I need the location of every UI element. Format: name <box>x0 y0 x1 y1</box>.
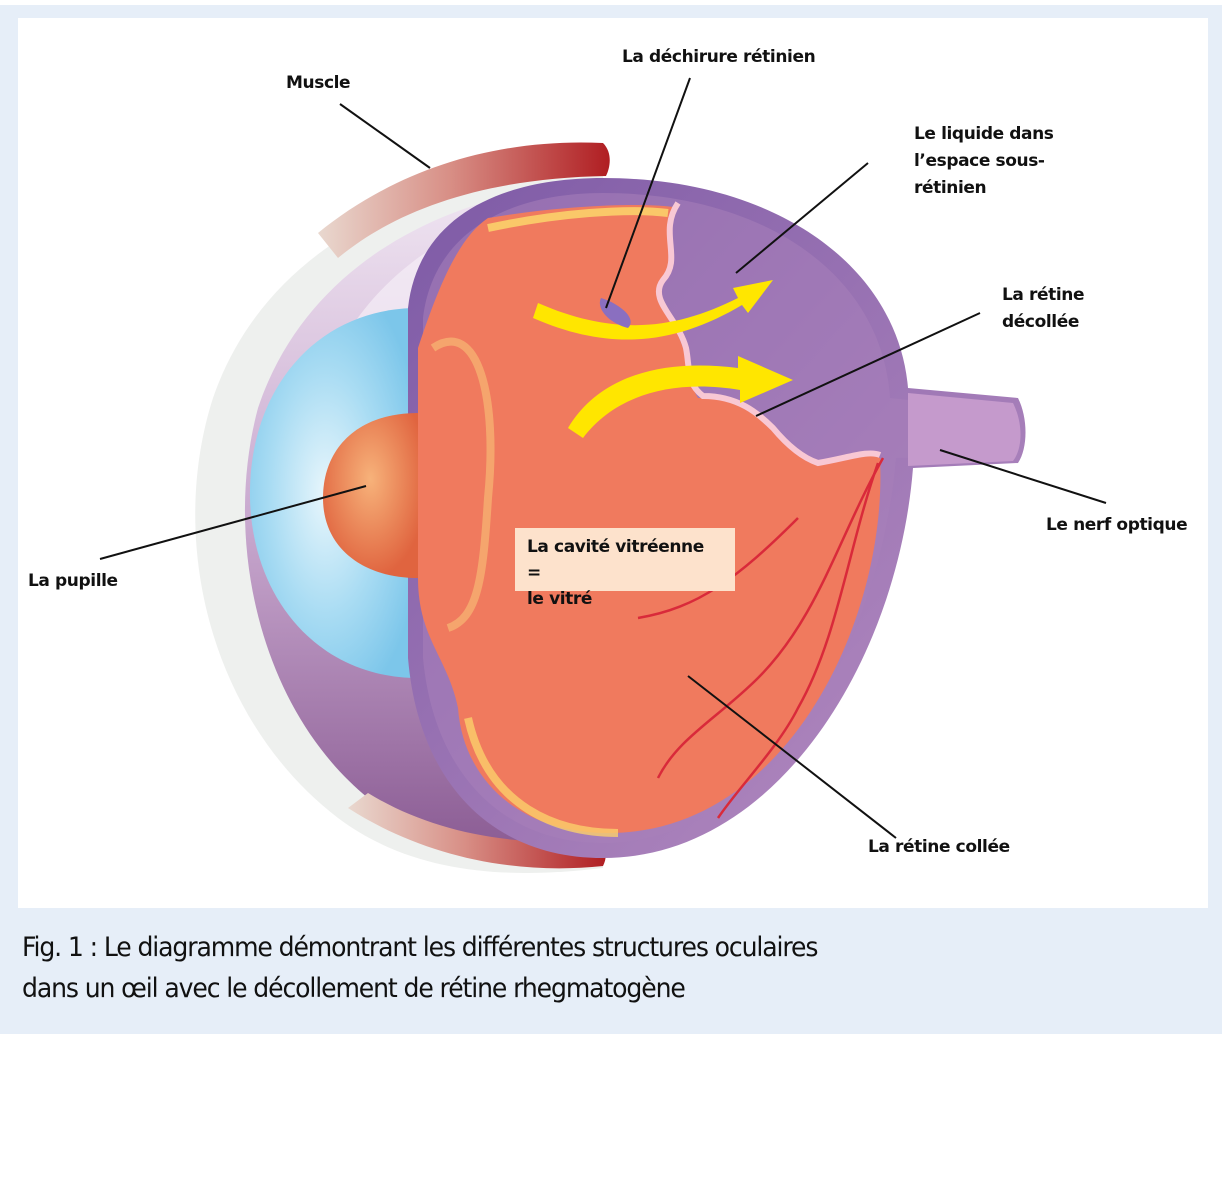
label-muscle: Muscle <box>286 73 351 93</box>
callout-subretinal-fluid <box>735 162 869 274</box>
lens <box>323 413 418 578</box>
callout-attached-retina <box>687 675 897 839</box>
label-vitreous-cavity: La cavité vitréenne = le vitré <box>515 528 735 609</box>
label-retinal-tear: La déchirure rétinien <box>622 47 816 67</box>
label-detached-retina: La rétine décollée <box>1002 285 1085 332</box>
detached-retina-edge <box>655 201 882 467</box>
callout-optic-nerve <box>939 449 1107 504</box>
label-optic-nerve: Le nerf optique <box>1046 515 1188 535</box>
eye-illustration <box>99 77 1107 873</box>
figure-panel: Muscle La déchirure rétinien Le liquide … <box>0 5 1222 1034</box>
caption-line-2: dans un œil avec le décollement de rétin… <box>22 973 686 1004</box>
callout-detached-retina <box>755 312 981 417</box>
label-subretinal-fluid: Le liquide dans l’espace sous- rétinien <box>914 124 1054 198</box>
retina <box>418 205 881 837</box>
caption-line-1: Fig. 1 : Le diagramme démontrant les dif… <box>22 932 818 963</box>
eye-diagram: Muscle La déchirure rétinien Le liquide … <box>18 18 1208 908</box>
label-attached-retina: La rétine collée <box>868 837 1010 857</box>
figure-caption: Fig. 1 : Le diagramme démontrant les dif… <box>22 927 1092 1009</box>
callout-retinal-tear <box>605 77 691 309</box>
fluid-flow-arrows <box>533 280 793 438</box>
callout-lines <box>99 77 1107 839</box>
muscle-illustration <box>318 142 610 869</box>
callout-pupil <box>99 485 367 560</box>
callout-muscle <box>339 103 431 169</box>
optic-nerve <box>908 393 1021 466</box>
label-pupil: La pupille <box>28 571 118 591</box>
